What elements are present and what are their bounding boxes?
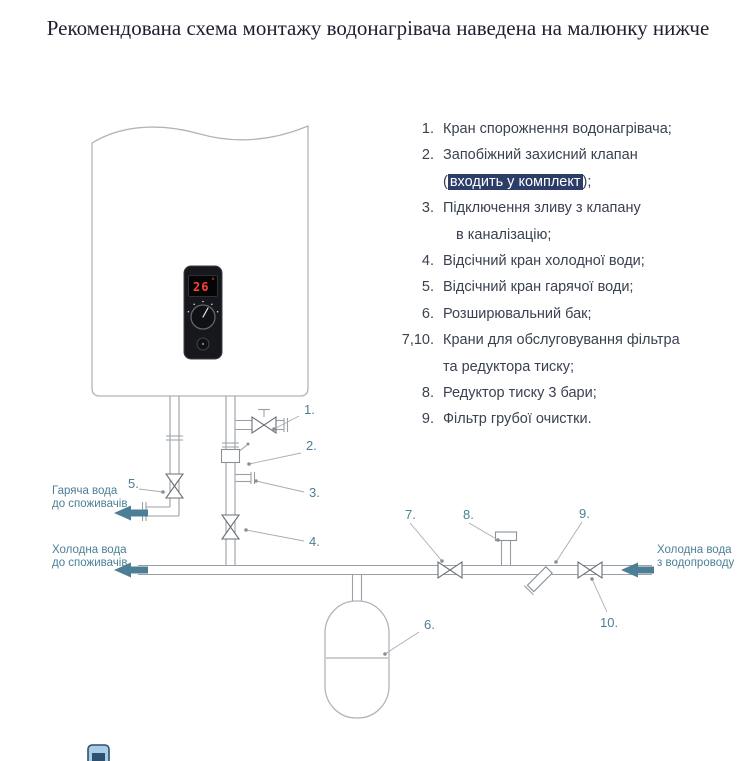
callout-9: 9. (579, 506, 590, 521)
legend-item-text: Крани для обслуговування фільтра (443, 332, 680, 349)
legend-item-number: 2. (421, 147, 434, 164)
legend-item-text: Підключення зливу з клапану (443, 200, 641, 217)
callout-7: 7. (405, 507, 416, 522)
legend-item-number: 8. (421, 385, 434, 402)
legend-item-text: Кран спорожнення водонагрівача; (443, 121, 672, 137)
legend-item: 5. Відсічний кран гарячої води; (392, 274, 752, 300)
hot-water-label-line2: до споживачів (52, 498, 127, 510)
valve-7 (437, 560, 463, 580)
legend-item: (входить у комплект); (392, 169, 752, 195)
valve-4-cold (220, 514, 241, 540)
hot-out-arrow (114, 505, 148, 521)
legend-item-text: та редуктора тиску; (443, 358, 575, 375)
control-panel: 26 ° (183, 265, 223, 360)
legend-item-number: 1. (421, 121, 434, 137)
legend-item: 7,10. Крани для обслуговування фільтра (392, 327, 752, 353)
hot-water-label-line1: Гаряча вода (52, 485, 118, 497)
legend-item-text: в каналізацію; (456, 226, 552, 243)
legend-item-text: Редуктор тиску 3 бари; (443, 385, 597, 402)
legend-item: 9. Фільтр грубої очистки. (392, 406, 752, 432)
legend-item-number (392, 222, 443, 248)
temperature-unit: ° (211, 277, 215, 285)
legend-item-text: Відсічний кран холодної води; (443, 253, 645, 270)
legend-item-text: (входить у комплект); (443, 169, 591, 195)
partial-icon (87, 744, 110, 761)
cold-inlet-pipe (220, 396, 289, 566)
legend-item: 8. Редуктор тиску 3 бари; (392, 380, 752, 406)
callout-4: 4. (309, 534, 320, 549)
valve-10 (577, 560, 603, 580)
callout-leaders (138, 415, 608, 656)
highlight-suffix: ); (582, 173, 592, 190)
cold-in-arrow (621, 562, 654, 578)
legend-item-number: 4. (421, 253, 434, 270)
callout-5: 5. (128, 476, 139, 491)
cold-out-label-line2: до споживачів (52, 557, 127, 569)
legend-item-number: 5. (421, 279, 434, 296)
callout-2: 2. (306, 438, 317, 453)
callout-1: 1. (304, 402, 315, 417)
page-title: Рекомендована схема монтажу водонагрівач… (46, 16, 710, 40)
callout-3: 3. (309, 485, 320, 500)
legend-item: в каналізацію; (392, 222, 752, 248)
legend-item: та редуктора тиску; (392, 354, 752, 380)
legend-item: 2. Запобіжний захисний клапан (392, 142, 752, 168)
legend-item: 1. Кран спорожнення водонагрівача; (392, 116, 752, 142)
temperature-display (188, 275, 218, 297)
callout-10: 10. (600, 615, 618, 630)
temperature-value: 26 (193, 280, 209, 294)
small-knob (196, 337, 210, 351)
valve-5-hot (164, 473, 185, 499)
legend-item-text: Відсічний кран гарячої води; (443, 279, 634, 296)
safety-valve-2 (220, 442, 250, 464)
callout-6: 6. (424, 617, 435, 632)
legend-item-number: 6. (421, 305, 434, 322)
water-heater: 26 ° (91, 125, 309, 397)
hot-water-pipe (141, 396, 185, 521)
callout-8: 8. (463, 507, 474, 522)
main-knob (187, 300, 219, 330)
legend-item: 6. Розширювальний бак; (392, 301, 752, 327)
legend-item: 3. Підключення зливу з клапану (392, 195, 752, 221)
legend: 1. Кран спорожнення водонагрівача; 2. За… (392, 116, 752, 433)
legend-item: 4. Відсічний кран холодної води; (392, 248, 752, 274)
pressure-reducer-8 (494, 531, 518, 566)
legend-item-number (392, 169, 443, 195)
cold-in-label-line2: з водопроводу (657, 557, 735, 569)
cold-main-line (138, 564, 652, 576)
valve-1-drain (251, 415, 277, 435)
cold-out-label-line1: Холодна вода (52, 544, 127, 556)
highlighted-text: входить у комплект (447, 173, 583, 190)
drain-connection-3 (235, 472, 256, 484)
cold-in-label-line1: Холодна вода (657, 544, 732, 556)
filter-9 (523, 566, 553, 596)
legend-item-text: Запобіжний захисний клапан (443, 147, 638, 164)
legend-item-text: Фільтр грубої очистки. (443, 411, 592, 428)
legend-item-number: 9. (421, 411, 434, 428)
legend-item-number (392, 354, 443, 380)
legend-item-text: Розширювальний бак; (443, 305, 592, 322)
legend-item-number: 3. (421, 200, 434, 217)
cold-out-arrow (114, 562, 148, 578)
legend-item-number: 7,10. (401, 332, 434, 349)
highlight-prefix: ( (443, 173, 448, 190)
expansion-tank-6 (324, 574, 390, 719)
